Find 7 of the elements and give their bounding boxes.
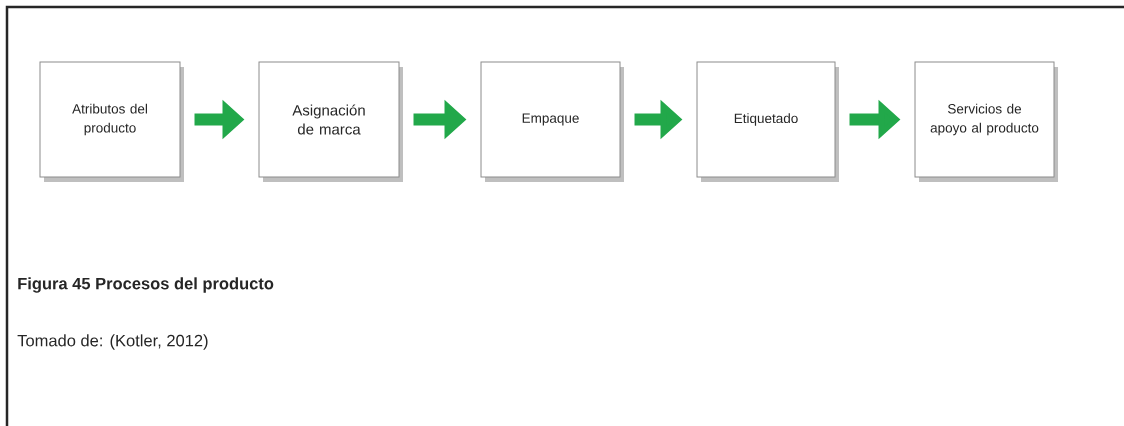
figure-caption: Figura 45 Procesos del producto (18, 277, 274, 293)
source-note: Tomado de: (Kotler, 2012) (17, 334, 208, 350)
process-box: Empaque (480, 61, 621, 178)
process-box: Atributos del producto (39, 61, 181, 178)
process-box: Etiquetado (696, 61, 836, 178)
process-box: Asignación de marca (258, 61, 400, 178)
process-box: Servicios de apoyo al producto (914, 61, 1055, 178)
